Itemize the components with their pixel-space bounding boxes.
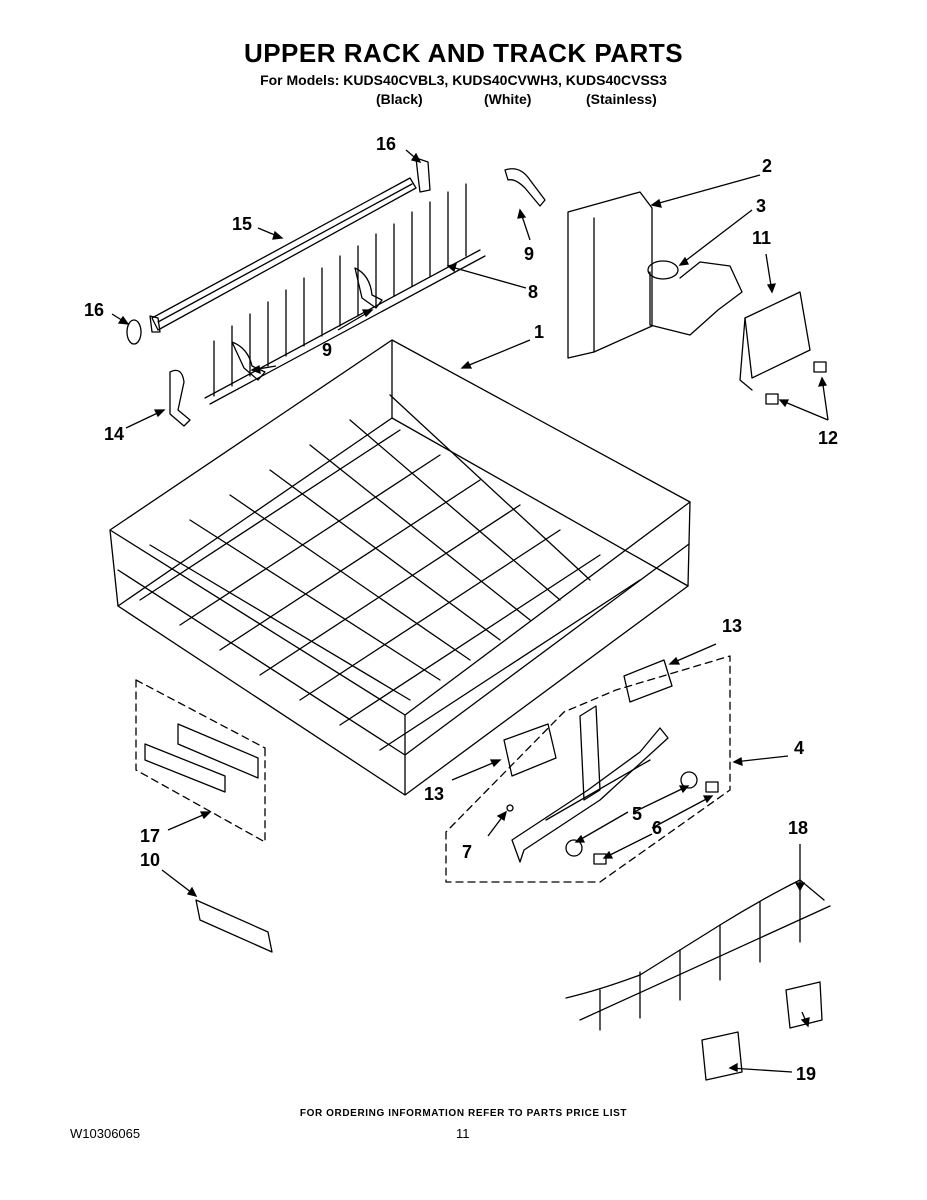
axle-part-6-upper xyxy=(705,781,719,793)
stop-part-16-left xyxy=(126,319,142,345)
callout-labels: 16 15 16 2 3 11 9 8 9 1 14 12 13 4 13 5 … xyxy=(84,134,838,1084)
callout-16-top: 16 xyxy=(376,134,396,154)
callout-7: 7 xyxy=(462,842,472,862)
callout-1: 1 xyxy=(534,322,544,342)
slide-part-13-upper xyxy=(623,659,673,703)
callout-9-mid: 9 xyxy=(322,340,332,360)
lever-part-14 xyxy=(169,369,191,427)
wire-accessory-part-18 xyxy=(565,879,831,1031)
clip-part-19-left xyxy=(701,1031,743,1081)
wheel-part-5-upper xyxy=(680,771,698,789)
callout-16-left: 16 xyxy=(84,300,104,320)
rack-basket-part-1 xyxy=(109,339,691,796)
callout-14: 14 xyxy=(104,424,124,444)
bumper-part-17 xyxy=(144,723,259,793)
finish-black-label: (Black) xyxy=(376,91,423,107)
bumper-group-part-17 xyxy=(135,679,266,843)
callout-3: 3 xyxy=(756,196,766,216)
adjuster-mechanism-part-3 xyxy=(647,260,743,336)
callout-11: 11 xyxy=(752,228,771,248)
clip-part-19-right xyxy=(785,981,823,1029)
callout-15: 15 xyxy=(232,214,252,234)
callout-17: 17 xyxy=(140,826,160,846)
callout-4: 4 xyxy=(794,738,804,758)
clip-part-9-top xyxy=(504,168,546,207)
models-line: For Models: KUDS40CVBL3, KUDS40CVWH3, KU… xyxy=(260,72,667,88)
callout-6: 6 xyxy=(652,818,662,838)
track-part-4 xyxy=(511,705,669,863)
cover-part-11 xyxy=(739,291,811,391)
track-group-part-4 xyxy=(445,655,731,883)
callout-5: 5 xyxy=(632,804,642,824)
stop-clip-part-10 xyxy=(195,899,273,953)
stop-part-16-top xyxy=(415,157,431,193)
callout-10: 10 xyxy=(140,850,160,870)
wheel-part-5-lower xyxy=(565,839,583,857)
clip-part-9-low xyxy=(231,341,266,381)
leader-lines xyxy=(111,149,829,1073)
callout-18: 18 xyxy=(788,818,808,838)
page-title: UPPER RACK AND TRACK PARTS xyxy=(243,38,684,68)
callout-12: 12 xyxy=(818,428,838,448)
callout-13-upper: 13 xyxy=(722,616,742,636)
screw-part-7 xyxy=(506,804,514,812)
document-number: W10306065 xyxy=(70,1126,141,1141)
callout-9-top: 9 xyxy=(524,244,534,264)
callout-2: 2 xyxy=(762,156,772,176)
callout-19: 19 xyxy=(796,1064,816,1084)
page-number: 11 xyxy=(456,1126,470,1141)
clip-part-9-mid xyxy=(354,267,383,309)
axle-part-6-lower xyxy=(593,853,607,865)
ordering-note: FOR ORDERING INFORMATION REFER TO PARTS … xyxy=(299,1108,628,1119)
screws-part-12 xyxy=(765,361,827,405)
slide-part-13-lower xyxy=(503,723,557,777)
callout-8: 8 xyxy=(528,282,538,302)
adjuster-housing-part-2 xyxy=(567,191,653,359)
finish-stainless-label: (Stainless) xyxy=(586,91,657,107)
rail-part-15 xyxy=(149,177,417,333)
callout-13-lower: 13 xyxy=(424,784,444,804)
finish-white-label: (White) xyxy=(484,91,532,107)
